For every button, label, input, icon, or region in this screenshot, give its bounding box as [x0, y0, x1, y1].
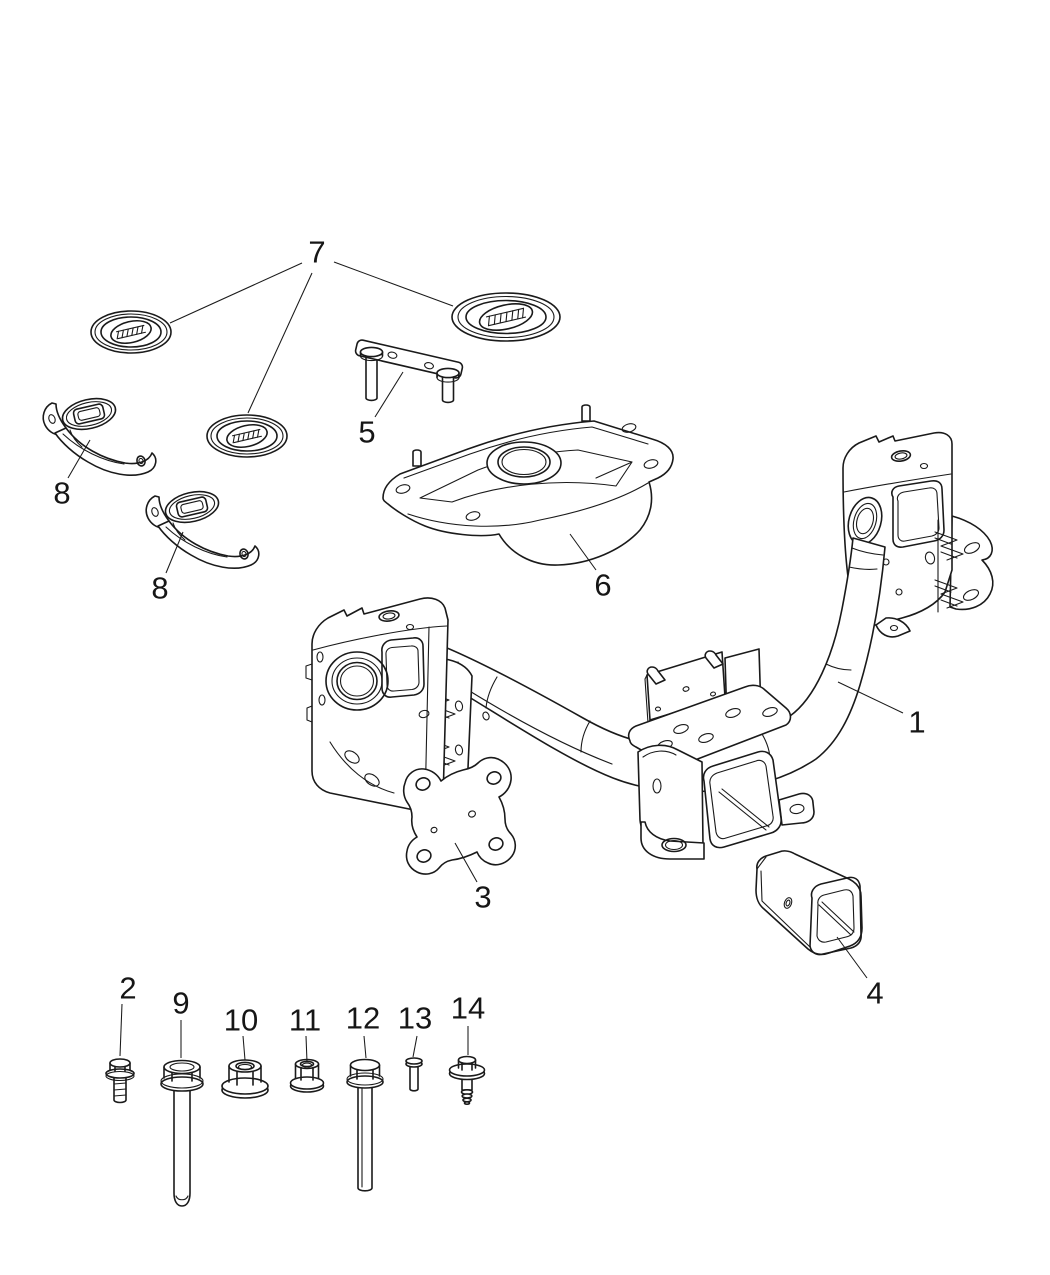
- callout-label-8a: 8: [53, 475, 71, 511]
- fastener-bolt-2: [105, 1058, 135, 1104]
- leader-line: [363, 1035, 367, 1059]
- leader-line: [374, 371, 404, 418]
- part-7-grommet-right: [451, 292, 561, 342]
- leader-line: [836, 936, 868, 979]
- part-5-stud-plate: [354, 339, 464, 404]
- fastener-rivet-13: [405, 1057, 423, 1092]
- fastener-screw-14: [448, 1055, 486, 1106]
- fastener-bolt-12: [346, 1058, 384, 1192]
- frame-bracket-left: [305, 597, 473, 814]
- leader-line: [119, 1003, 123, 1057]
- leader-line: [333, 261, 454, 307]
- part-8-clamp: [42, 397, 157, 476]
- part-3-reinforcement-plate: [402, 756, 517, 875]
- leader-line: [837, 681, 904, 714]
- leader-line: [247, 272, 313, 414]
- part-7-grommet-left: [90, 310, 172, 354]
- part-7-grommet-middle: [206, 414, 288, 458]
- fastener-bolt-9: [160, 1059, 204, 1207]
- leader-line: [165, 531, 184, 574]
- callout-label-14: 14: [450, 990, 486, 1026]
- leader-line: [454, 842, 478, 883]
- callout-label-4: 4: [866, 975, 884, 1011]
- callout-label-6: 6: [594, 567, 612, 603]
- leader-line: [569, 533, 597, 571]
- leader-line: [412, 1035, 418, 1058]
- callout-label-12: 12: [345, 1000, 381, 1036]
- part-8-clamp-second: [145, 485, 260, 569]
- callout-label-13: 13: [397, 1000, 433, 1036]
- callout-label-8b: 8: [151, 570, 169, 606]
- callout-label-3: 3: [474, 879, 492, 915]
- callout-label-11: 11: [288, 1002, 322, 1038]
- callout-label-10: 10: [223, 1002, 259, 1038]
- part-6-mount-plate: [382, 404, 674, 566]
- part-1-hitch-crossmember: [305, 431, 994, 860]
- leader-line: [305, 1035, 308, 1063]
- callout-label-9: 9: [172, 985, 190, 1021]
- fastener-nut-10: [221, 1059, 269, 1099]
- leader-line: [242, 1035, 246, 1061]
- leader-line: [67, 439, 91, 479]
- fastener-nut-11: [289, 1058, 325, 1093]
- leader-line: [169, 262, 303, 324]
- leader-lines: [67, 261, 904, 1063]
- part-4-receiver-adapter: [755, 850, 863, 956]
- callout-label-2: 2: [119, 970, 137, 1006]
- callout-label-7: 7: [308, 234, 326, 270]
- callout-label-1: 1: [908, 704, 926, 740]
- hitch-center-receiver: [627, 648, 815, 860]
- callout-label-5: 5: [358, 414, 376, 450]
